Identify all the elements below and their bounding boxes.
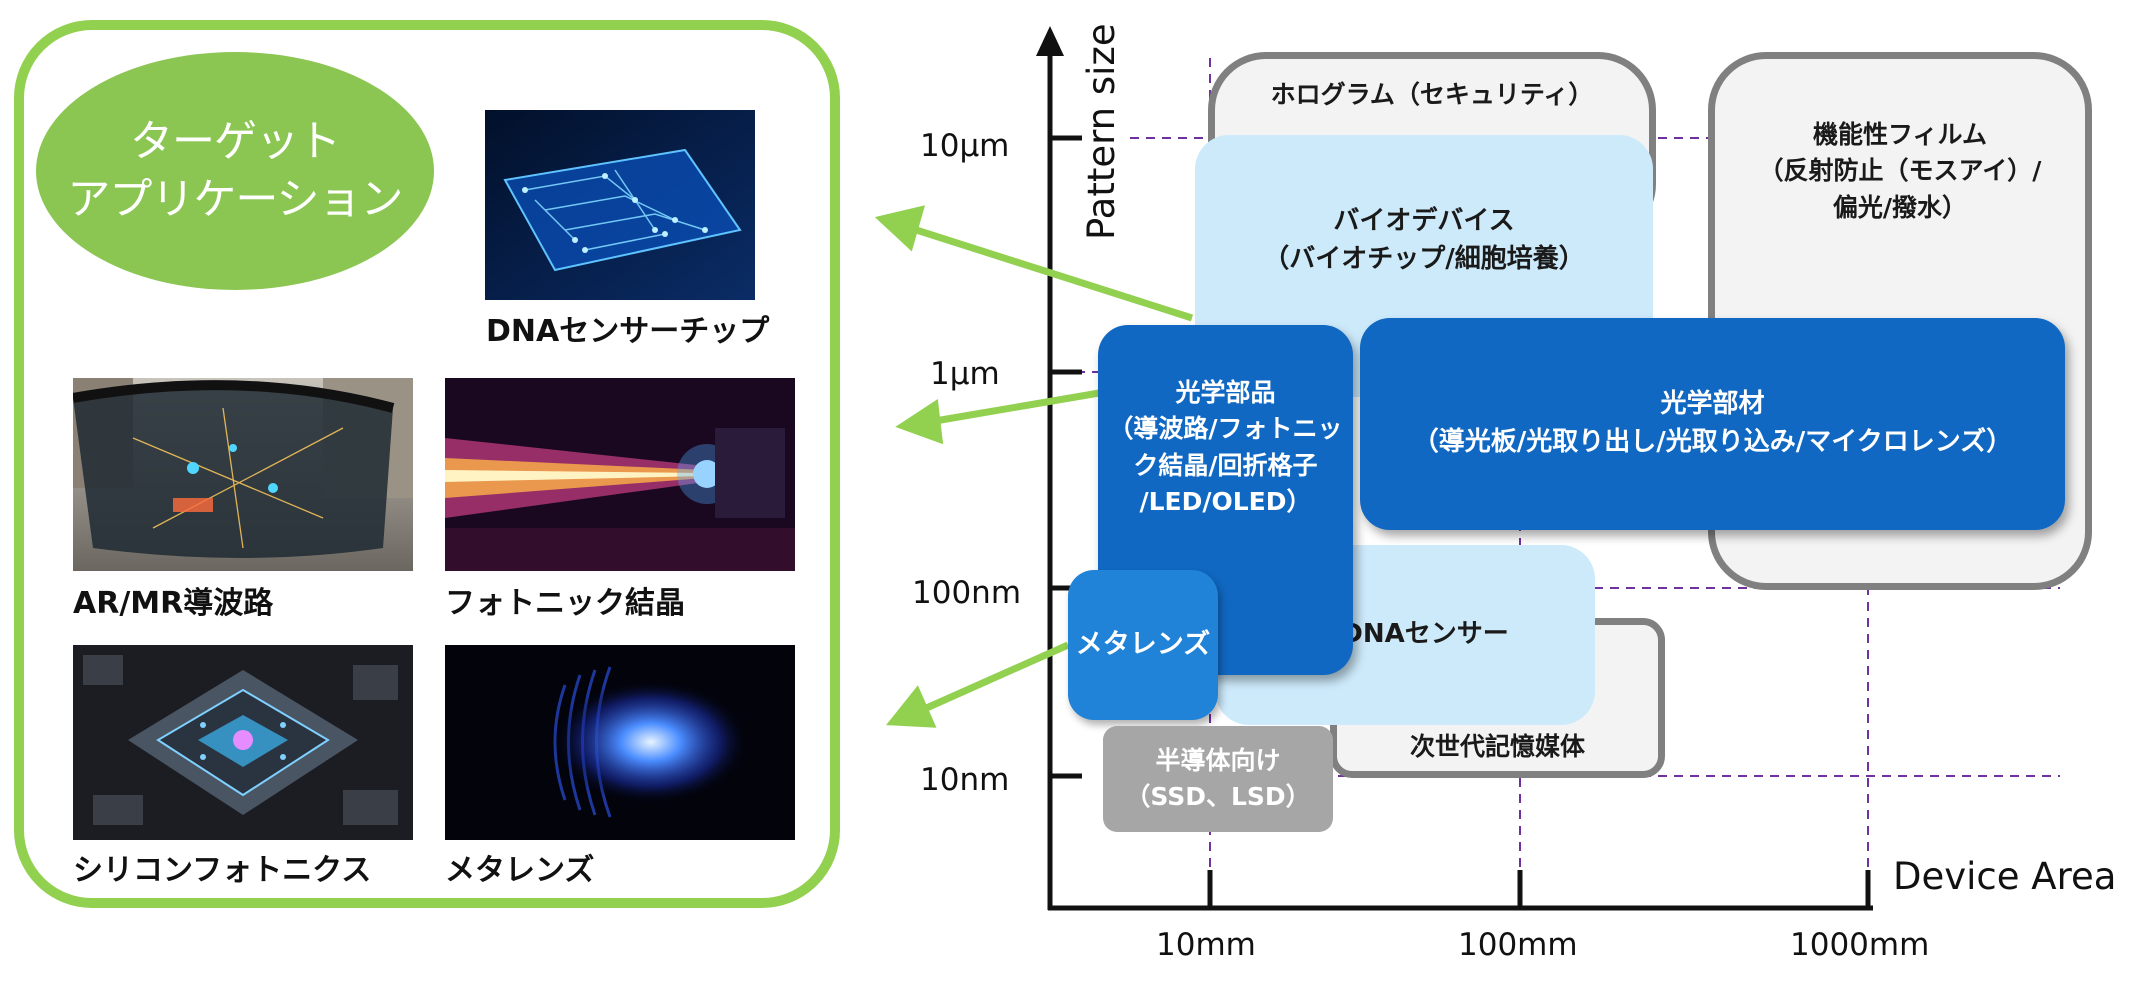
region-metalens: メタレンズ [1068, 570, 1218, 720]
arrow-head-1-icon [874, 205, 926, 252]
caption-ar-mr-waveguide: AR/MR導波路 [73, 586, 274, 621]
region-bio-device-label-2: （バイオチップ/細胞培養） [1263, 243, 1585, 274]
region-semiconductor-label-2: （SSD、LSD） [1125, 782, 1311, 811]
region-bio-device-label-1: バイオデバイス [1333, 206, 1515, 236]
arrow-head-2-icon [895, 398, 944, 445]
arrow-to-ar-mr-icon [934, 388, 1106, 425]
arrow-head-3-icon [886, 685, 937, 728]
y-tick-10um: 10μm [920, 128, 1010, 164]
badge-line-1: ターゲット [130, 117, 341, 167]
region-optical-parts-label-3: ク結晶/回折格子 [1133, 450, 1318, 480]
light-beam-image [445, 378, 795, 571]
region-metalens-label: メタレンズ [1075, 629, 1211, 661]
region-functional-film-label-2: （反射防止（モスアイ）/ [1758, 156, 2042, 186]
arrow-to-dna-chip-icon [908, 224, 1194, 322]
region-functional-film-label-3: 偏光/撥水） [1832, 192, 1968, 222]
processor-chip-image [73, 645, 413, 840]
region-dna-sensor-label: DNAセンサー [1341, 619, 1509, 650]
axes [1036, 26, 1873, 911]
badge-line-2: アプリケーション [67, 175, 403, 225]
caption-dna-sensor-chip: DNAセンサーチップ [486, 314, 770, 349]
region-functional-film-label-1: 機能性フィルム [1812, 120, 1987, 149]
region-optical-parts-label-4: /LED/OLED） [1139, 486, 1312, 516]
region-hologram-label: ホログラム（セキュリティ） [1270, 80, 1594, 109]
region-optical-materials: 光学部材 （導光板/光取り出し/光取り込み/マイクロレンズ） [1360, 318, 2065, 530]
target-applications-badge: ターゲット アプリケーション [36, 52, 434, 290]
y-tick-10nm: 10nm [920, 762, 1010, 798]
x-tick-1000mm: 1000mm [1790, 927, 1930, 963]
x-axis-title: Device Area [1893, 855, 2117, 898]
caption-silicon-photonics: シリコンフォトニクス [73, 853, 372, 888]
region-optical-materials-label-2: （導光板/光取り出し/光取り込み/マイクロレンズ） [1412, 427, 2013, 457]
smart-glasses-image [73, 378, 413, 571]
region-semiconductor-label-1: 半導体向け [1155, 745, 1281, 775]
x-tick-10mm: 10mm [1156, 927, 1256, 963]
arrow-to-metalens-icon [920, 641, 1070, 714]
circuit-chip-image [485, 110, 755, 300]
region-optical-parts-label-1: 光学部品 [1175, 378, 1276, 407]
region-next-gen-storage-label: 次世代記憶媒体 [1409, 731, 1585, 761]
metalens-light-image [445, 645, 795, 840]
y-axis-arrow-icon [1036, 26, 1064, 56]
region-optical-materials-label-1: 光学部材 [1660, 389, 1765, 420]
caption-metalens: メタレンズ [445, 853, 595, 888]
y-axis-title: Pattern size [1080, 23, 1123, 240]
caption-photonic-crystal: フォトニック結晶 [445, 586, 685, 621]
x-tick-100mm: 100mm [1458, 927, 1578, 963]
region-semiconductor: 半導体向け （SSD、LSD） [1103, 726, 1333, 832]
y-tick-1um: 1μm [930, 356, 1000, 392]
y-tick-100nm: 100nm [912, 575, 1022, 611]
region-optical-parts-label-2: （導波路/フォトニッ [1108, 414, 1343, 444]
